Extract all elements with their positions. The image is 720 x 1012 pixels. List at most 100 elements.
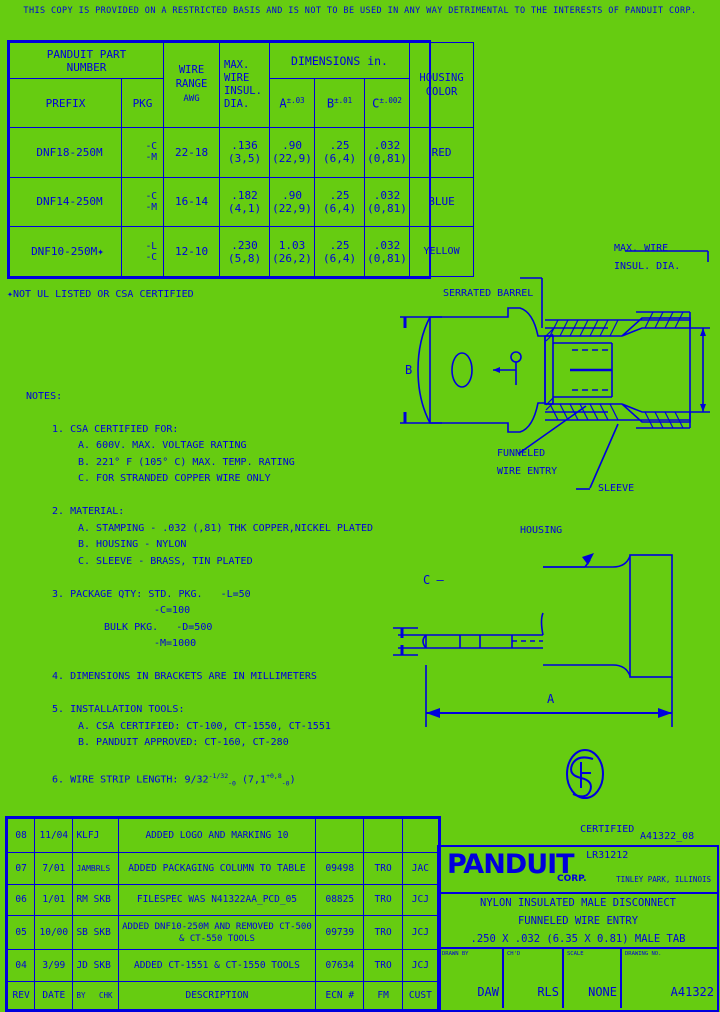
drawing-number-label: DRAWING NO. <box>625 951 662 957</box>
scale-value: NONE <box>588 985 617 999</box>
dim-b-tol: ±.01 <box>334 95 353 105</box>
b-in: .25 <box>329 139 350 153</box>
note-2: 2. MATERIAL: <box>52 506 125 517</box>
cell-prefix: DNF10-250M✦ <box>9 226 122 277</box>
rev-ecn: 08825 <box>315 883 365 916</box>
pkg2: -M <box>145 201 158 213</box>
cell-prefix: DNF18-250M <box>9 126 122 178</box>
cross-section-drawing <box>400 250 710 490</box>
scale-cell: SCALE NONE <box>564 949 622 1008</box>
label-sleeve: SLEEVE <box>598 483 635 494</box>
label-housing: HOUSING <box>520 525 563 536</box>
hdr-color: COLOR <box>425 85 458 98</box>
checked-value: RLS <box>537 985 559 999</box>
rev-cust: JCJ <box>401 949 440 982</box>
rev-date: 11/04 <box>34 817 74 854</box>
table-row: DNF18-250M -C -M 22-18 .136 (3,5) .90 (2… <box>9 126 475 178</box>
b-mm: (6,4) <box>322 251 357 265</box>
a-in: 1.03 <box>278 238 306 252</box>
hdr-housing: HOUSING <box>419 71 464 84</box>
rev-number: 06 <box>6 883 36 916</box>
a-mm: (22,9) <box>272 201 312 215</box>
revision-row: 06 1/01 RM SKB FILESPEC WAS N41322AA_PCD… <box>6 883 440 916</box>
csa-certification-icon <box>566 749 604 799</box>
header-rev: REV <box>6 980 36 1011</box>
c-mm: (0,81) <box>367 201 407 215</box>
rev-by-chk: RM SKB <box>72 883 119 916</box>
label-max-wire-insul-line2: INSUL. DIA. <box>614 261 681 272</box>
note-3-m: -M=1000 <box>154 638 197 649</box>
checked-cell: CH'D RLS <box>504 949 564 1008</box>
rev-fm <box>363 817 403 854</box>
cell-color: RED <box>409 126 475 178</box>
tab-outline <box>429 307 546 433</box>
rev-ecn: 09498 <box>315 852 365 885</box>
rev-description: ADDED LOGO AND MARKING 10 <box>117 817 317 854</box>
note-6-metric-sub: -0 <box>281 779 290 788</box>
cell-dim-a: .90 (22,9) <box>269 126 316 178</box>
title-block: PANDUIT CORP. TINLEY PARK, ILLINOIS NYLO… <box>437 845 719 1012</box>
rev-cust <box>401 817 440 854</box>
drawing-number-value: A41322 <box>670 985 714 999</box>
note-1: 1. CSA CERTIFIED FOR: <box>52 423 179 435</box>
cell-dim-c: .032 (0,81) <box>364 226 411 277</box>
insul-in: .136 <box>231 139 258 153</box>
insul-in: .182 <box>231 188 258 202</box>
rev-date: 1/01 <box>34 883 74 916</box>
rev-description: FILESPEC WAS N41322AA_PCD_05 <box>117 883 317 916</box>
section-hatching-top <box>549 311 684 337</box>
company-city: TINLEY PARK, ILLINOIS <box>616 875 711 884</box>
insul-arrow-bottom <box>700 404 706 412</box>
revision-row: 08 11/04 KLFJ ADDED LOGO AND MARKING 10 <box>6 817 440 854</box>
hdr-range: RANGE <box>175 78 208 91</box>
note-1c: C. FOR STRANDED COPPER WIRE ONLY <box>78 473 271 484</box>
cell-wire-range: 16-14 <box>163 176 221 228</box>
note-6-tol-sub: -0 <box>228 779 236 788</box>
panduit-logo: PANDUIT <box>447 849 575 880</box>
csa-file-number: LR31212 <box>586 850 629 861</box>
title-line-3: .250 X .032 (6.35 X 0.81) MALE TAB <box>470 933 686 945</box>
cell-dim-a: .90 (22,9) <box>269 176 316 228</box>
header-fm: FM <box>363 980 403 1011</box>
revision-row: 07 7/01 JAMBRLS ADDED PACKAGING COLUMN T… <box>6 852 440 885</box>
cell-prefix: DNF14-250M <box>9 176 122 228</box>
header-max-insul: MAX. WIRE INSUL. DIA. <box>219 42 271 128</box>
label-dim-c: C — <box>423 573 444 587</box>
rev-fm: TRO <box>363 914 403 951</box>
dim-b-letter: B <box>326 96 335 111</box>
header-ecn: ECN # <box>315 980 365 1011</box>
header-dim-b: B±.01 <box>314 78 366 128</box>
header-part-number-l1: PANDUIT PART <box>46 47 127 61</box>
cell-pkg: -C -M <box>120 176 165 228</box>
c-mm: (0,81) <box>367 251 407 265</box>
checked-label: CH'D <box>507 951 521 957</box>
insul-mm: (5,8) <box>227 251 262 265</box>
rev-by-chk: KLFJ <box>72 817 119 854</box>
rev-date: 10/00 <box>34 914 74 951</box>
label-serrated-barrel: SERRATED BARREL <box>443 288 534 299</box>
notes-block: NOTES: 1. CSA CERTIFIED FOR:A. 600V. MAX… <box>26 372 373 825</box>
drawn-by-value: DAW <box>477 985 499 999</box>
rev-cust: JCJ <box>401 914 440 951</box>
restricted-notice: THIS COPY IS PROVIDED ON A RESTRICTED BA… <box>23 6 697 16</box>
csa-certified-label: CERTIFIED <box>580 824 635 835</box>
label-funneled-line2: WIRE ENTRY <box>497 466 558 477</box>
table-row: DNF14-250M -C -M 16-14 .182 (4,1) .90 (2… <box>9 176 475 228</box>
b-in: .25 <box>329 188 350 202</box>
label-dim-b: B <box>405 363 413 377</box>
c-mm: (0,81) <box>367 152 407 166</box>
rev-fm: TRO <box>363 852 403 885</box>
note-4: 4. DIMENSIONS IN BRACKETS ARE IN MILLIME… <box>52 671 317 682</box>
cell-color: YELLOW <box>409 226 475 277</box>
note-5: 5. INSTALLATION TOOLS: <box>52 704 185 715</box>
label-dim-a: A <box>547 692 555 706</box>
b-mm: (6,4) <box>322 152 357 166</box>
note-6: 6. WIRE STRIP LENGTH: 9/32-1/32-0 (7,1+0… <box>52 772 296 788</box>
note-3-c: -C=100 <box>154 605 191 616</box>
rev-ecn: 09739 <box>315 914 365 951</box>
sleeve-hatching <box>545 328 554 411</box>
tab-small-hole <box>510 351 522 363</box>
company-logo-area: PANDUIT CORP. TINLEY PARK, ILLINOIS <box>439 847 717 894</box>
note-1b: B. 221° F (105° C) MAX. TEMP. RATING <box>78 456 295 468</box>
note-6-metric: (7,1 <box>242 774 267 786</box>
